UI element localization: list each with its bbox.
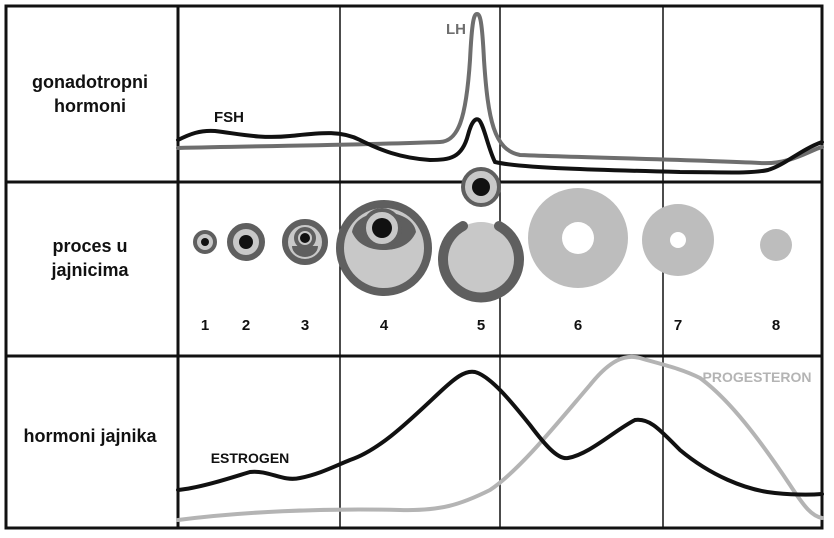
stage-number: 8 bbox=[772, 317, 780, 334]
stage-numbers: 1 2 3 4 5 6 7 8 bbox=[201, 317, 780, 334]
row-label-ovarian-hormones: hormoni jajnika bbox=[6, 424, 174, 448]
stage-number: 1 bbox=[201, 317, 209, 334]
row-label-line: gonadotropni bbox=[32, 72, 148, 92]
row-label-line: proces u bbox=[52, 236, 128, 256]
stage-number: 2 bbox=[242, 317, 250, 334]
stage-number: 3 bbox=[301, 317, 309, 334]
row-label-line: hormoni bbox=[54, 96, 126, 116]
progesteron-curve bbox=[176, 354, 824, 522]
estrogen-curve-label: ESTROGEN bbox=[211, 450, 290, 466]
follicle-stage-1 bbox=[193, 230, 217, 254]
grid bbox=[4, 4, 824, 530]
row-label-line: jajnicima bbox=[51, 260, 129, 280]
grid-border bbox=[4, 4, 824, 530]
fsh-curve-label: FSH bbox=[214, 109, 244, 126]
stage-number: 7 bbox=[674, 317, 682, 334]
row-label-gonadotropic-hormones: gonadotropni hormoni bbox=[6, 70, 174, 118]
follicle-stage-4 bbox=[336, 200, 432, 296]
stage-number: 4 bbox=[380, 317, 389, 334]
corpus-luteum-stage-7 bbox=[642, 204, 714, 276]
corpus-luteum-stage-6 bbox=[528, 188, 628, 288]
progesteron-curve-label: PROGESTERON bbox=[703, 369, 812, 385]
lh-curve bbox=[176, 11, 824, 166]
stage-number: 6 bbox=[574, 317, 582, 334]
stage-number: 5 bbox=[477, 317, 485, 334]
lh-curve-label: LH bbox=[446, 21, 466, 38]
follicle-stage-3 bbox=[282, 219, 328, 265]
estrogen-curve bbox=[176, 369, 824, 497]
follicle-stage-2 bbox=[227, 223, 265, 261]
fsh-curve bbox=[176, 117, 824, 175]
follicle-stage-5-released-oocyte bbox=[461, 167, 501, 207]
row-label-line: hormoni jajnika bbox=[23, 426, 157, 446]
row-label-ovarian-process: proces u jajnicima bbox=[6, 234, 174, 282]
corpus-albicans-stage-8 bbox=[760, 229, 792, 261]
follicle-stage-5-ruptured-follicle bbox=[438, 221, 524, 303]
